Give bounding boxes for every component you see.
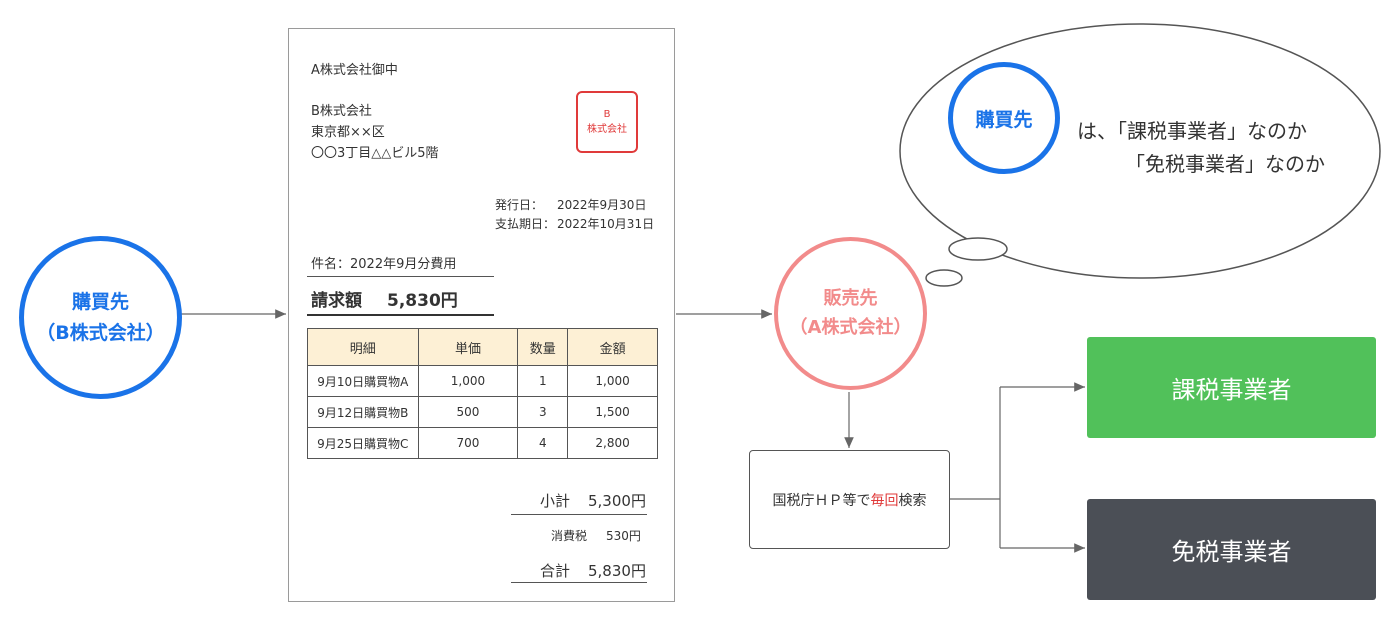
issue-date-label: 発行日：: [495, 198, 544, 212]
table-cell: 9月10日購買物A: [307, 365, 419, 397]
invoice-amount-label: 請求額: [311, 291, 362, 311]
outcome-exempt: 免税事業者: [1087, 499, 1376, 600]
subtotal-value: 5,300円: [588, 492, 646, 510]
thought-badge-label: 購買先: [975, 108, 1033, 131]
total-underline: [511, 582, 647, 583]
table-cell: 1,500: [567, 396, 658, 428]
table-header-cell: 数量: [517, 328, 569, 366]
branch-line: [950, 387, 1001, 548]
table-cell: 9月25日購買物C: [307, 427, 419, 459]
tax-label: 消費税: [551, 529, 588, 543]
table-cell: 1: [517, 365, 569, 397]
invoice-subject: 件名：2022年9月分費用: [311, 257, 457, 272]
invoice-amount-value: 5,830円: [387, 291, 458, 311]
table-row: 9月12日購買物B 500 3 1,500: [307, 396, 658, 428]
buyer-node-line2: （B株式会社）: [36, 321, 165, 344]
table-header-cell: 明細: [307, 328, 419, 366]
total-value: 5,830円: [588, 562, 646, 580]
table-cell: 700: [417, 427, 519, 459]
invoice-detail-table: 明細 単価 数量 金額 9月10日購買物A 1,000 1 1,000 9月12…: [307, 328, 658, 459]
search-text-before: 国税庁ＨＰ等で: [772, 492, 871, 509]
table-cell: 1,000: [417, 365, 519, 397]
table-cell: 3: [517, 396, 569, 428]
invoice-issuer-address1: 東京都××区: [311, 125, 385, 140]
company-seal: B 株式会社: [576, 91, 638, 153]
table-header-cell: 単価: [417, 328, 519, 366]
thought-line2: 「免税事業者」なのか: [1125, 152, 1325, 176]
table-cell: 9月12日購買物B: [307, 396, 419, 428]
issue-date: 2022年9月30日: [557, 198, 647, 212]
thought-buyer-badge: 購買先: [948, 62, 1060, 174]
seller-node-line2: （A株式会社）: [789, 316, 912, 338]
outcome-taxable-label: 課税事業者: [1171, 376, 1292, 404]
due-date: 2022年10月31日: [557, 217, 655, 231]
due-date-label: 支払期日：: [495, 217, 556, 231]
subtotal-underline: [511, 514, 647, 515]
search-text-highlight: 毎回: [870, 492, 899, 509]
table-header-cell: 金額: [567, 328, 658, 366]
table-cell: 4: [517, 427, 569, 459]
table-header-row: 明細 単価 数量 金額: [307, 328, 658, 366]
table-row: 9月10日購買物A 1,000 1 1,000: [307, 365, 658, 397]
invoice-issuer-address2: 〇〇3丁目△△ビル5階: [311, 146, 439, 161]
outcome-exempt-label: 免税事業者: [1171, 538, 1292, 566]
table-cell: 1,000: [567, 365, 658, 397]
table-cell: 500: [417, 396, 519, 428]
table-cell: 2,800: [567, 427, 658, 459]
search-process-box: 国税庁ＨＰ等で毎回検索: [749, 450, 950, 549]
tax-value: 530円: [606, 529, 641, 543]
seal-line1: B: [603, 109, 611, 120]
thought-dot-large: [948, 237, 1008, 261]
subject-underline: [307, 276, 494, 277]
invoice-document: A株式会社御中 B株式会社 東京都××区 〇〇3丁目△△ビル5階 B 株式会社 …: [288, 28, 675, 602]
seller-node: 販売先 （A株式会社）: [774, 237, 927, 390]
thought-line1: は、「課税事業者」なのか: [1077, 119, 1307, 143]
table-row: 9月25日購買物C 700 4 2,800: [307, 427, 658, 459]
amount-underline: [307, 314, 494, 316]
seller-node-line1: 販売先: [823, 287, 878, 309]
invoice-issuer-name: B株式会社: [311, 104, 372, 119]
seal-line2: 株式会社: [587, 124, 627, 135]
buyer-node-line1: 購買先: [71, 291, 129, 314]
thought-dot-small: [925, 269, 963, 287]
outcome-taxable: 課税事業者: [1087, 337, 1376, 438]
invoice-addressee: A株式会社御中: [311, 63, 398, 78]
buyer-node: 購買先 （B株式会社）: [19, 236, 182, 399]
search-text-after: 検索: [898, 492, 927, 509]
subtotal-label: 小計: [540, 492, 571, 510]
total-label: 合計: [540, 562, 571, 580]
